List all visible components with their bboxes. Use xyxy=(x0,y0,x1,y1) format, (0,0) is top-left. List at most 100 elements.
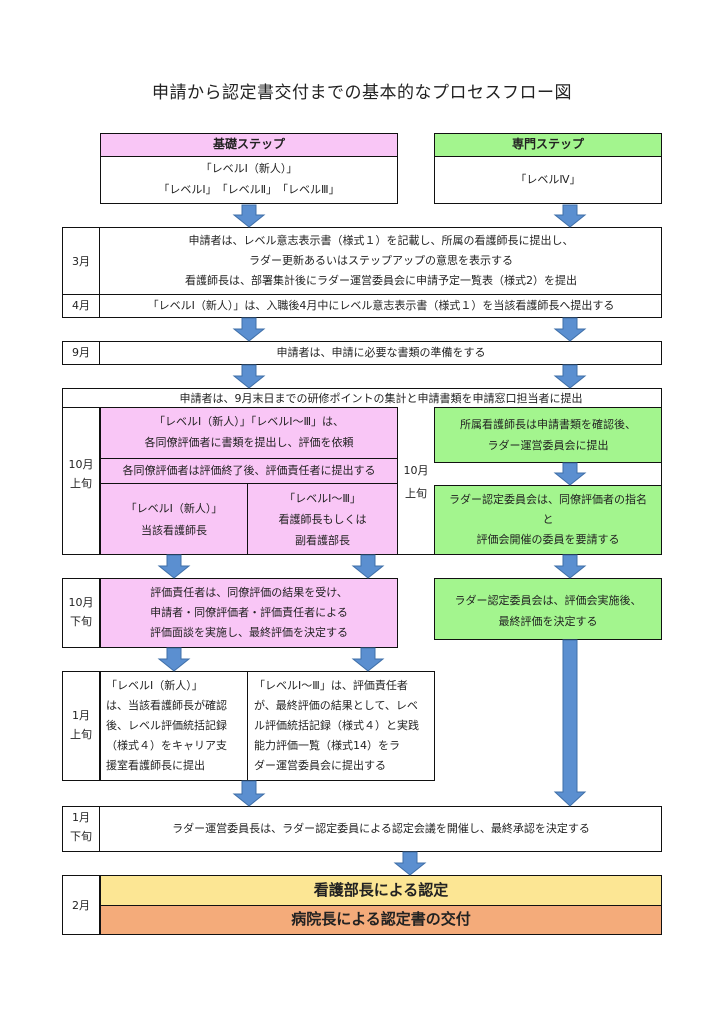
certification-committee-request-text-3: 評価会開催の委員を要請する xyxy=(476,533,620,546)
october-early-submission-text: 申請者は、9月末日までの研修ポイントの集計と申請書類を申請窓口担当者に提出 xyxy=(179,392,583,405)
level1-3-evaluator-text-1: 「レベルⅠ～Ⅲ」 xyxy=(284,492,361,505)
basic-request-box xyxy=(100,407,398,459)
final-evaluation-text-3: 評価面談を実施し、最終評価を決定する xyxy=(150,626,348,639)
january-late-row xyxy=(62,806,662,852)
certificate-issuance-text: 病院長による認定書の交付 xyxy=(291,910,471,928)
april-label: 4月 xyxy=(72,299,90,312)
february-label: 2月 xyxy=(72,899,90,912)
level1-new-record-line-5: 援室看護師長に提出 xyxy=(106,759,205,772)
specialist-step-header: 専門ステップ xyxy=(511,137,584,151)
final-evaluation-text-2: 申請者・同僚評価者・評価責任者による xyxy=(150,606,348,619)
certification-committee-request-text-2: と xyxy=(542,513,554,526)
march-row xyxy=(62,227,662,295)
arrow-specialist-to-march xyxy=(553,204,587,228)
october-early-label-month: 10月 xyxy=(68,458,94,471)
peer-evaluator-text: 各同僚評価者は評価終了後、評価責任者に提出する xyxy=(122,464,376,477)
september-text: 申請者は、申請に必要な書類の準備をする xyxy=(276,346,486,359)
certificate-issuance-box xyxy=(100,905,662,935)
january-early-label-cell xyxy=(62,671,100,781)
january-late-label-month: 1月 xyxy=(72,811,90,824)
level1-3-record-line-4: 能力評価一覧（様式14）をラ xyxy=(254,739,400,752)
nursing-director-approval-text: 看護部長による認定 xyxy=(313,881,449,899)
arrow-specialist-sept-to-oct xyxy=(553,364,587,389)
january-early-label-period: 上旬 xyxy=(70,728,92,741)
committee-final-evaluation-box xyxy=(434,578,662,640)
basic-step-levels-box xyxy=(100,156,398,204)
level1-3-evaluator-text-3: 副看護部長 xyxy=(295,534,350,547)
january-early-label-month: 1月 xyxy=(72,709,90,722)
committee-final-evaluation-text-1: ラダー認定委員会は、評価会実施後、 xyxy=(454,594,642,607)
october-early-mid-label: 10月 上旬 xyxy=(398,463,434,501)
level1-new-evaluator-box xyxy=(100,483,248,555)
specialist-step-level4: 「レベルⅣ」 xyxy=(515,173,581,186)
april-text: 「レベルⅠ（新人）」は、入職後4月中にレベル意志表示書（様式１）を当該看護師長へ… xyxy=(147,299,615,312)
march-text-1: 申請者は、レベル意志表示書（様式１）を記載し、所属の看護師長に提出し、 xyxy=(188,234,574,247)
january-early-label: 1月 上旬 xyxy=(62,708,100,742)
certification-committee-request-box xyxy=(434,485,662,555)
arrow-level1-new-to-final xyxy=(157,554,191,579)
january-late-label-cell xyxy=(62,806,100,852)
certification-committee-request-text-1: ラダー認定委員会は、同僚評価者の指名 xyxy=(449,493,647,506)
october-early-mid-label-period: 上旬 xyxy=(405,487,427,500)
specialist-manager-text-2: ラダー運営委員会に提出 xyxy=(487,439,609,452)
march-text-2: ラダー更新あるいはステップアップの意思を表示する xyxy=(249,254,513,267)
level1-3-record-line-1: 「レベルⅠ～Ⅲ」は、評価責任者 xyxy=(254,679,408,692)
basic-step-header: 基礎ステップ xyxy=(212,137,285,151)
arrow-january-late-to-february xyxy=(393,851,427,876)
specialist-step-level-box xyxy=(434,156,662,204)
arrow-final-to-level1-new-record xyxy=(157,647,191,672)
march-text-3: 看護師長は、部署集計後にラダー運営委員会に申請予定一覧表（様式2）を提出 xyxy=(185,274,577,287)
january-late-label-period: 下旬 xyxy=(70,830,92,843)
level1-new-record-line-4: （様式４）をキャリア支 xyxy=(106,739,227,752)
october-early-label-period: 上旬 xyxy=(70,477,92,490)
nursing-director-approval-box xyxy=(100,875,662,906)
arrow-specialist-to-january-late xyxy=(553,639,587,807)
september-label-cell xyxy=(62,341,100,365)
april-row xyxy=(62,294,662,318)
march-label: 3月 xyxy=(72,255,90,268)
level1-3-record-box xyxy=(247,671,435,781)
level1-new-record-line-3: 後、レベル評価統括記録 xyxy=(106,719,227,732)
arrow-basic-to-january-late xyxy=(232,780,266,807)
level1-3-evaluator-text-2: 看護師長もしくは xyxy=(278,513,367,526)
arrow-basic-april-to-sept xyxy=(232,317,266,342)
september-label: 9月 xyxy=(72,346,90,359)
april-label-cell xyxy=(62,294,100,318)
arrow-specialist-april-to-sept xyxy=(553,317,587,342)
level1-new-record-box xyxy=(100,671,248,781)
arrow-basic-to-march xyxy=(232,204,266,228)
basic-step-level1-new: 「レベルⅠ（新人）」 xyxy=(200,162,298,175)
level1-3-record-line-5: ダー運営委員会に提出する xyxy=(254,759,386,772)
level1-new-record-line-2: は、当該看護師長が確認 xyxy=(106,699,227,712)
october-late-label-period: 下旬 xyxy=(70,615,92,628)
october-late-label-month: 10月 xyxy=(68,596,94,609)
level1-3-evaluator-box xyxy=(247,483,398,555)
level1-new-evaluator-text-2: 当該看護師長 xyxy=(141,524,207,537)
october-early-mid-label-month: 10月 xyxy=(403,464,429,477)
level1-3-record-line-3: ル評価統括記録（様式４）と実践 xyxy=(254,719,419,732)
specialist-manager-text-1: 所属看護師長は申請書類を確認後、 xyxy=(460,418,636,431)
october-early-label: 10月 上旬 xyxy=(62,457,100,491)
march-label-cell xyxy=(62,227,100,295)
october-late-label: 10月 下旬 xyxy=(62,595,100,629)
committee-final-evaluation-text-2: 最終評価を決定する xyxy=(498,615,598,628)
arrow-final-to-level1-3-record xyxy=(351,647,385,672)
basic-request-text-1: 「レベルⅠ（新人）」「レベルⅠ～Ⅲ」は、 xyxy=(153,415,345,428)
level1-3-record-line-2: が、最終評価の結果として、レベ xyxy=(254,699,418,712)
final-evaluation-text-1: 評価責任者は、同僚評価の結果を受け、 xyxy=(150,586,348,599)
arrow-basic-sept-to-oct xyxy=(232,364,266,389)
january-late-label: 1月 下旬 xyxy=(62,810,100,844)
specialist-manager-box xyxy=(434,407,662,463)
final-evaluation-box xyxy=(100,578,398,648)
october-late-label-cell xyxy=(62,578,100,648)
february-label-cell xyxy=(62,875,100,935)
arrow-specialist-request-to-final xyxy=(553,554,587,579)
level1-new-record-line-1: 「レベルⅠ（新人）」 xyxy=(106,679,203,692)
arrow-level1-3-to-final xyxy=(351,554,385,579)
level1-new-evaluator-text-1: 「レベルⅠ（新人）」 xyxy=(125,502,223,515)
page-title: 申請から認定書交付までの基本的なプロセスフロー図 xyxy=(152,83,572,103)
basic-step-levels: 「レベルⅠ」 「レベルⅡ」 「レベルⅢ」 xyxy=(158,183,340,196)
basic-request-text-2: 各同僚評価者に書類を提出し、評価を依頼 xyxy=(144,436,354,449)
january-late-text: ラダー運営委員長は、ラダー認定委員による認定会議を開催し、最終承認を決定する xyxy=(172,822,590,835)
october-early-label-cell xyxy=(62,407,100,555)
